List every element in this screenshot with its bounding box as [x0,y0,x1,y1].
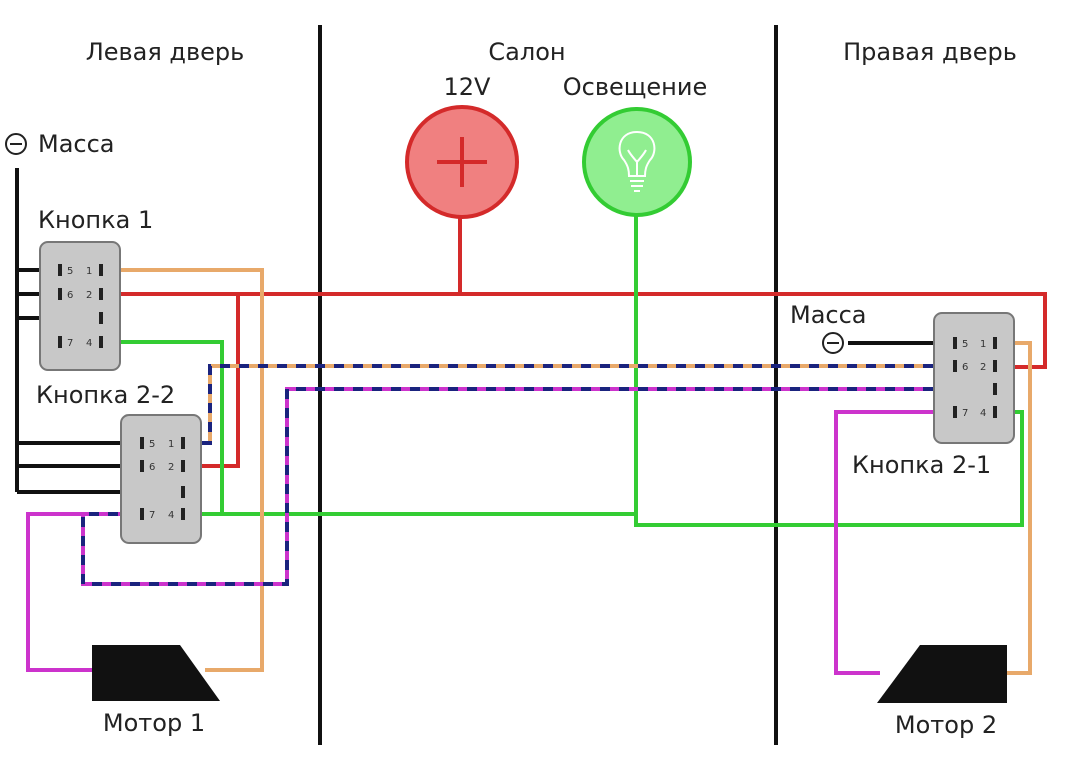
motor-2-label: Мотор 2 [895,711,997,739]
pin-label: 2 [980,362,986,373]
power-wires [100,215,1047,468]
motor-1: Мотор 1 [92,645,220,737]
motor-2-shape [877,645,1007,703]
switch-button-1: Кнопка 1 5 1 6 2 7 4 [38,206,153,371]
button-2-1-terminals [953,337,997,418]
light-source: Освещение [563,73,707,217]
pin-label: 4 [980,408,986,419]
ground-right: Масса [790,301,867,354]
ground-left-label: Масса [38,130,115,158]
motor-2: Мотор 2 [877,645,1007,739]
section-left-title: Левая дверь [86,38,245,66]
pin-label: 1 [168,439,174,450]
pin-label: 5 [962,339,968,350]
bulb-icon [618,130,656,192]
light-label: Освещение [563,73,707,101]
motor-1-label: Мотор 1 [103,709,205,737]
button-2-1-label: Кнопка 2-1 [852,451,991,479]
pin-label: 6 [149,462,155,473]
pin-label: 1 [980,339,986,350]
pin-label: 4 [86,338,92,349]
section-center-title: Салон [488,38,565,66]
button-1-terminals [58,264,103,348]
pin-label: 1 [86,266,92,277]
pin-label: 5 [67,266,73,277]
pin-label: 4 [168,510,174,521]
pin-label: 6 [67,290,73,301]
pin-label: 2 [86,290,92,301]
section-right-title: Правая дверь [843,38,1017,66]
motor-1-shape [92,645,220,701]
button-2-2-label: Кнопка 2-2 [36,381,175,409]
power-source: 12V [405,73,519,219]
switch-button-2-1: 5 1 6 2 7 4 Кнопка 2-1 [852,312,1015,479]
pin-label: 7 [67,338,73,349]
button-2-2-terminals [140,437,185,520]
switch-button-2-2: Кнопка 2-2 5 1 6 2 7 4 [36,381,202,544]
ground-left: Масса [5,130,115,158]
button-1-label: Кнопка 1 [38,206,153,234]
power-label: 12V [444,73,492,101]
pin-label: 5 [149,439,155,450]
cross-wire-magenta [81,387,990,586]
pin-label: 7 [149,510,155,521]
pin-label: 2 [168,462,174,473]
pin-label: 7 [962,408,968,419]
ground-right-label: Масса [790,301,867,329]
pin-label: 6 [962,362,968,373]
